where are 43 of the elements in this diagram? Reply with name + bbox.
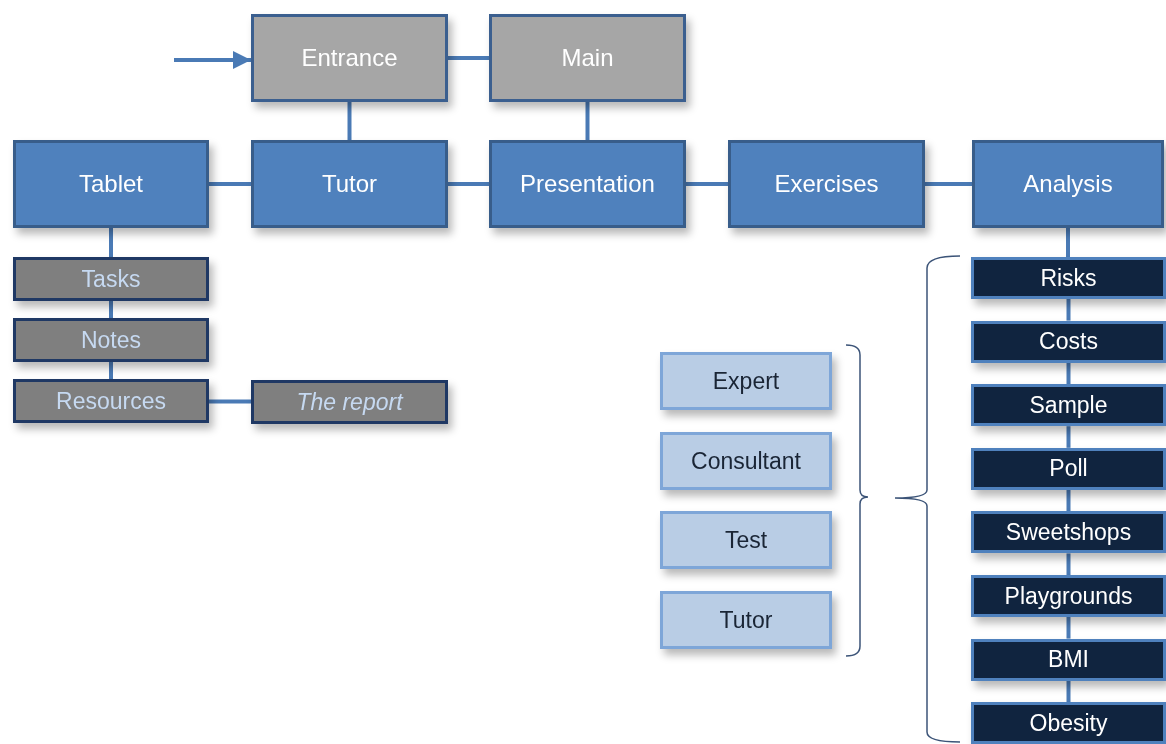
connector-line (448, 56, 489, 60)
process-box: Entrance (251, 14, 448, 102)
process-box: Costs (971, 320, 1166, 363)
process-box: Tasks (13, 257, 209, 301)
connector-line (1066, 299, 1071, 321)
process-box: Expert (660, 352, 832, 410)
process-box: Tablet (13, 140, 209, 228)
process-box: Analysis (972, 140, 1164, 228)
connector-line (1066, 362, 1071, 385)
process-box: Resources (13, 379, 209, 423)
process-box: Notes (13, 318, 209, 362)
connector-line (209, 399, 251, 404)
process-box: Test (660, 511, 832, 569)
connector-line (347, 102, 352, 140)
connector-line (585, 102, 590, 140)
process-box: Sample (971, 384, 1166, 427)
connector-line (1066, 617, 1071, 639)
arrow (174, 51, 251, 69)
process-box: Exercises (728, 140, 925, 228)
process-box: Risks (971, 257, 1166, 299)
process-box: Tutor (660, 591, 832, 649)
connector-line (1066, 228, 1070, 257)
process-box: The report (251, 380, 448, 424)
connector-line (1066, 426, 1071, 448)
process-box: BMI (971, 638, 1166, 681)
connector-line (686, 182, 728, 186)
connector-line (109, 301, 113, 318)
process-box: Poll (971, 447, 1166, 490)
process-box: Obesity (971, 702, 1166, 744)
connector-line (1066, 489, 1071, 512)
connector-line (925, 182, 972, 186)
connector-line (109, 228, 113, 257)
connector-line (109, 362, 113, 379)
process-box: Main (489, 14, 686, 102)
process-box: Tutor (251, 140, 448, 228)
connector-line (1066, 680, 1071, 703)
connector-line (448, 182, 489, 186)
process-box: Sweetshops (971, 511, 1166, 554)
process-box: Presentation (489, 140, 686, 228)
process-box: Playgrounds (971, 575, 1166, 617)
connector-line (209, 182, 251, 186)
connector-line (1066, 553, 1071, 575)
process-box: Consultant (660, 432, 832, 490)
